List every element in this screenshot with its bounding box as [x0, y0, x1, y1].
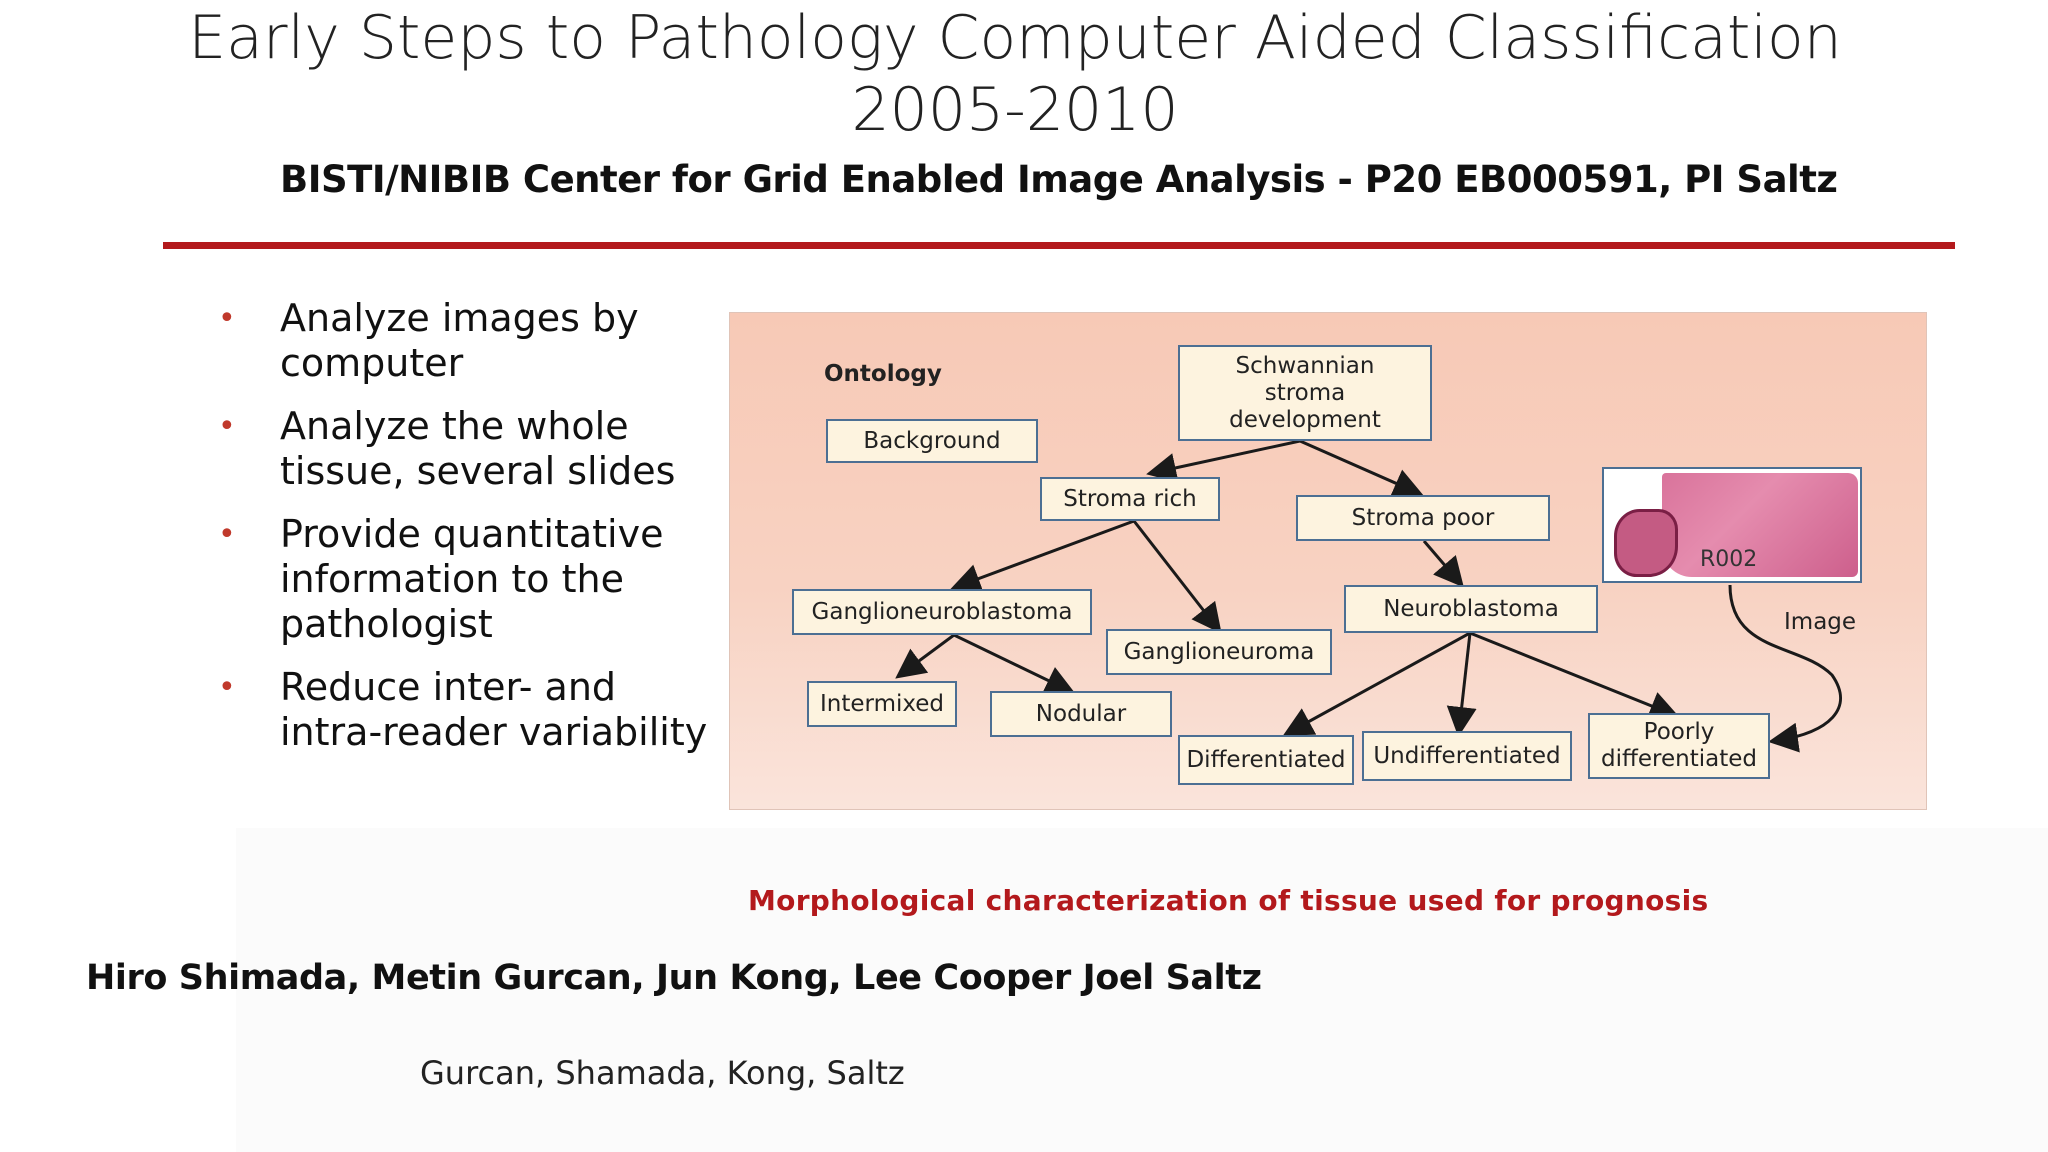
edge-ganglioneuroblastoma-nodular: [953, 633, 1076, 695]
bullet-item: • Provide quantitative information to the…: [210, 512, 710, 647]
slide-subtitle: BISTI/NIBIB Center for Grid Enabled Imag…: [280, 158, 1838, 201]
node-differentiated: Differentiated: [1178, 735, 1354, 785]
edge-neuroblastoma-poorly-differentiated: [1469, 631, 1680, 720]
node-stroma-poor: Stroma poor: [1296, 495, 1550, 541]
bullet-text: Analyze the whole tissue, several slides: [280, 404, 676, 493]
edge-stroma-rich-ganglioneuroma: [1132, 520, 1222, 634]
bullet-list: • Analyze images by computer • Analyze the…: [210, 296, 710, 773]
ontology-edges: [895, 439, 1843, 753]
bullet-item: • Analyze the whole tissue, several slide…: [210, 404, 710, 494]
tissue-fragment-image: [1614, 509, 1678, 577]
ontology-figure: Ontology Image Background Schwannian str…: [729, 312, 1927, 810]
title-divider: [163, 242, 1955, 249]
edge-ganglioneuroblastoma-intermixed: [895, 633, 955, 679]
node-undifferentiated: Undifferentiated: [1362, 731, 1572, 781]
edge-stroma-poor-neuroblastoma: [1422, 540, 1464, 588]
node-intermixed: Intermixed: [807, 681, 957, 727]
bullet-dot-icon: •: [218, 670, 236, 705]
bullet-dot-icon: •: [218, 409, 236, 444]
edge-image-poorly-differentiated: [1728, 584, 1843, 753]
figure-caption: Morphological characterization of tissue…: [748, 884, 1709, 917]
ontology-label: Ontology: [824, 361, 942, 387]
edge-neuroblastoma-differentiated: [1282, 631, 1471, 736]
bullet-text: Analyze images by computer: [280, 296, 639, 385]
bullet-dot-icon: •: [218, 517, 236, 552]
node-schwannian-stroma: Schwannian stroma development: [1178, 345, 1432, 441]
slide-title-years: 2005-2010: [851, 75, 1179, 145]
thumbnail-label: R002: [1700, 547, 1758, 572]
tissue-thumbnail-image: R002: [1602, 467, 1862, 583]
edge-schwannian-stroma-poor: [1299, 439, 1424, 498]
edge-schwannian-stroma-rich: [1146, 439, 1301, 483]
tissue-slice-image: [1662, 473, 1858, 577]
node-ganglioneuroblastoma: Ganglioneuroblastoma: [792, 589, 1092, 635]
edge-stroma-rich-ganglioneuroblastoma: [950, 519, 1135, 593]
authors-line: Hiro Shimada, Metin Gurcan, Jun Kong, Le…: [86, 958, 1262, 998]
node-stroma-rich: Stroma rich: [1040, 477, 1220, 521]
bullet-dot-icon: •: [218, 301, 236, 336]
node-poorly-differentiated: Poorly differentiated: [1588, 713, 1770, 779]
node-neuroblastoma: Neuroblastoma: [1344, 585, 1598, 633]
edge-neuroblastoma-undifferentiated: [1446, 632, 1477, 737]
bullet-item: • Reduce inter- and intra-reader variabil…: [210, 665, 710, 755]
footer-names: Gurcan, Shamada, Kong, Saltz: [420, 1054, 905, 1092]
node-ganglioneuroma: Ganglioneuroma: [1106, 629, 1332, 675]
bullet-text: Provide quantitative information to the …: [280, 512, 664, 646]
slide-title: Early Steps to Pathology Computer Aided …: [188, 3, 1842, 73]
image-label: Image: [1784, 609, 1857, 635]
node-nodular: Nodular: [990, 691, 1172, 737]
node-background: Background: [826, 419, 1038, 463]
bullet-item: • Analyze images by computer: [210, 296, 710, 386]
bullet-text: Reduce inter- and intra-reader variabili…: [280, 665, 708, 754]
slide-background-shade: [236, 828, 2048, 1152]
